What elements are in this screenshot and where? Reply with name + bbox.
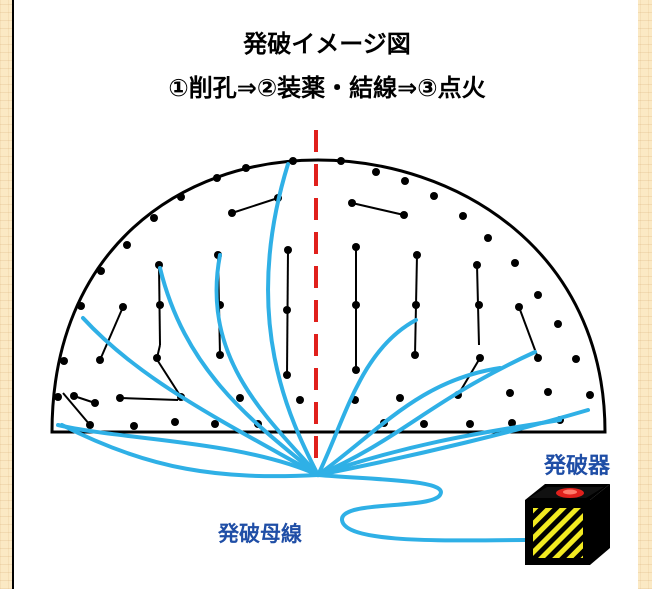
drill-holes [54,157,594,430]
diagram-title: 発破イメージ図 [243,30,411,58]
main-blasting-wire [316,473,527,543]
blasting-device-icon [525,484,610,565]
hole-connections [62,197,539,426]
lead-wires [56,162,590,479]
diagram-subtitle-steps: ①削孔⇒②装薬・結線⇒③点火 [168,74,486,102]
blasting-device-label: 発破器 [544,454,611,479]
diagram-panel: 発破イメージ図 ①削孔⇒②装薬・結線⇒③点火 [12,0,638,589]
tunnel-face-outline [50,158,607,434]
main-wire-label: 発破母線 [218,522,302,546]
